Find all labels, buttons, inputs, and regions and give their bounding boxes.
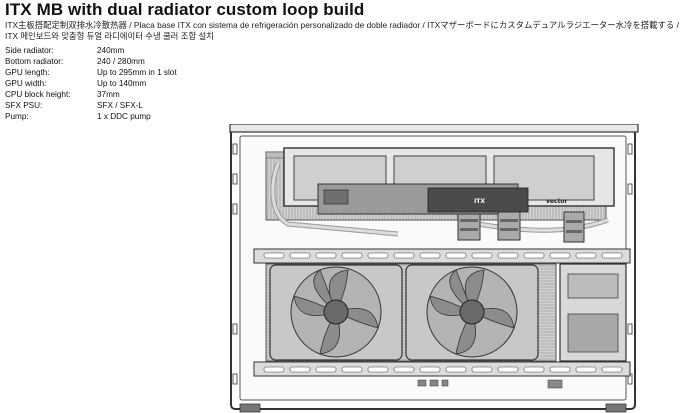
gpu-brand-label-a: ITX	[474, 198, 485, 205]
gpu-brand-label-b: vector	[546, 198, 568, 205]
spec-label: GPU length:	[5, 68, 50, 77]
sfx-psu	[559, 263, 627, 362]
gpu: ITX vector	[283, 147, 615, 215]
spec-value: 1 x DDC pump	[97, 112, 151, 121]
spec-row-bottom-radiator: Bottom radiator: 240 / 280mm	[5, 56, 177, 67]
spec-value: 240 / 280mm	[97, 57, 145, 66]
spec-label: Side radiator:	[5, 46, 54, 55]
spec-value: 37mm	[97, 90, 120, 99]
spec-row-gpu-width: GPU width: Up to 140mm	[5, 78, 177, 89]
spec-label: Pump:	[5, 112, 29, 121]
spec-value: Up to 140mm	[97, 79, 147, 88]
fittings-and-tubing	[270, 163, 609, 243]
spec-row-cpu-block-height: CPU block height: 37mm	[5, 89, 177, 100]
spec-row-gpu-length: GPU length: Up to 295mm in 1 slot	[5, 67, 177, 78]
spec-label: Bottom radiator:	[5, 57, 64, 66]
page-title: ITX MB with dual radiator custom loop bu…	[5, 0, 365, 19]
spec-value: SFX / SFX-L	[97, 101, 143, 110]
spec-label: GPU width:	[5, 79, 47, 88]
spec-label: CPU block height:	[5, 90, 71, 99]
fan-right	[405, 264, 539, 361]
bottom-ports	[417, 379, 563, 389]
case-build-illustration: ITX vector	[228, 124, 652, 413]
subtitle-multilingual-line-2: ITX 메인보드와 맞춤형 듀얼 라디에이터 수냉 쿨러 조합 설치	[5, 31, 214, 41]
spec-row-sfx-psu: SFX PSU: SFX / SFX-L	[5, 100, 177, 111]
fan-left	[269, 264, 403, 361]
spec-value: Up to 295mm in 1 slot	[97, 68, 177, 77]
spec-label: SFX PSU:	[5, 101, 43, 110]
spec-row-pump: Pump: 1 x DDC pump	[5, 111, 177, 122]
spec-row-side-radiator: Side radiator: 240mm	[5, 45, 177, 56]
subtitle-multilingual-line-1: ITX主板搭配定制双排水冷散热器 / Placa base ITX con si…	[5, 20, 679, 30]
spec-value: 240mm	[97, 46, 125, 55]
spec-list: Side radiator: 240mm Bottom radiator: 24…	[5, 45, 177, 122]
